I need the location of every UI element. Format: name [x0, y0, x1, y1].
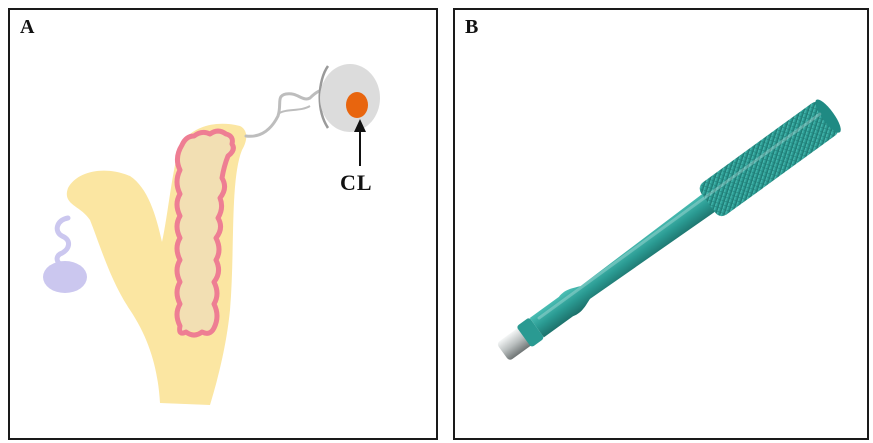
reproductive-tract-diagram	[10, 10, 436, 438]
punch-ribbed-handle	[697, 99, 842, 220]
ovary-right	[320, 64, 380, 132]
panel-b: B	[453, 8, 869, 440]
oviduct	[246, 89, 328, 136]
ovary-left	[43, 218, 87, 293]
biopsy-punch	[491, 96, 845, 368]
cl-label: CL	[340, 170, 373, 196]
biopsy-punch-photo	[455, 10, 867, 438]
corpus-luteum	[346, 92, 368, 118]
panel-a: A CL	[8, 8, 438, 440]
